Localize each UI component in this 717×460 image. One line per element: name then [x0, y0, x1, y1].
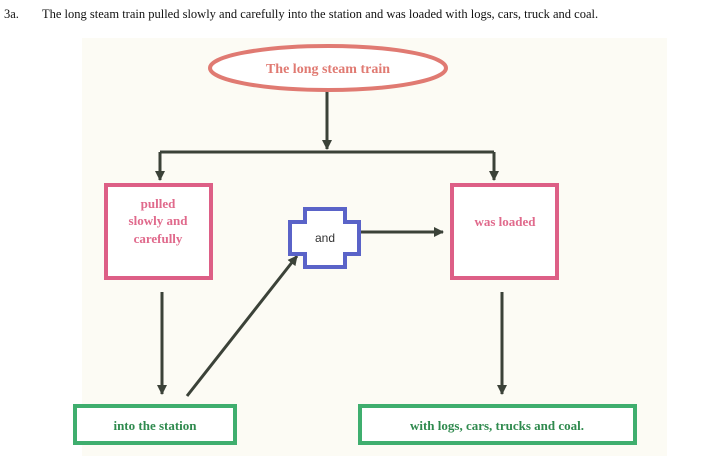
left-verb-line-1: pulled [141, 196, 176, 211]
left-complement-label: into the station [113, 418, 197, 433]
right-complement-box [358, 404, 637, 445]
left-verb-line-3: carefully [134, 231, 183, 246]
left-verb-node: pulled slowly and carefully [104, 183, 213, 280]
right-complement-label: with logs, cars, trucks and coal. [410, 418, 584, 433]
arrow-to-conjunction [185, 255, 299, 397]
subject-node: The long steam train [208, 44, 448, 92]
subject-label: The long steam train [266, 62, 390, 77]
right-verb-box [450, 183, 559, 280]
connector-lines [155, 91, 507, 397]
right-verb-node: was loaded [450, 183, 559, 280]
left-verb-line-2: slowly and [129, 213, 189, 228]
right-verb-label: was loaded [474, 214, 536, 229]
left-verb-box [104, 183, 213, 280]
conjunction-shape [288, 207, 361, 269]
conjunction-node: and [288, 207, 361, 269]
left-complement-node: into the station [73, 404, 237, 445]
conjunction-label: and [315, 231, 335, 245]
example-sentence: 3a. The long steam train pulled slowly an… [4, 7, 716, 22]
subject-oval [208, 44, 448, 92]
example-text: The long steam train pulled slowly and c… [42, 7, 599, 21]
example-number: 3a. [4, 7, 19, 21]
right-complement-node: with logs, cars, trucks and coal. [358, 404, 637, 445]
left-complement-box [73, 404, 237, 445]
